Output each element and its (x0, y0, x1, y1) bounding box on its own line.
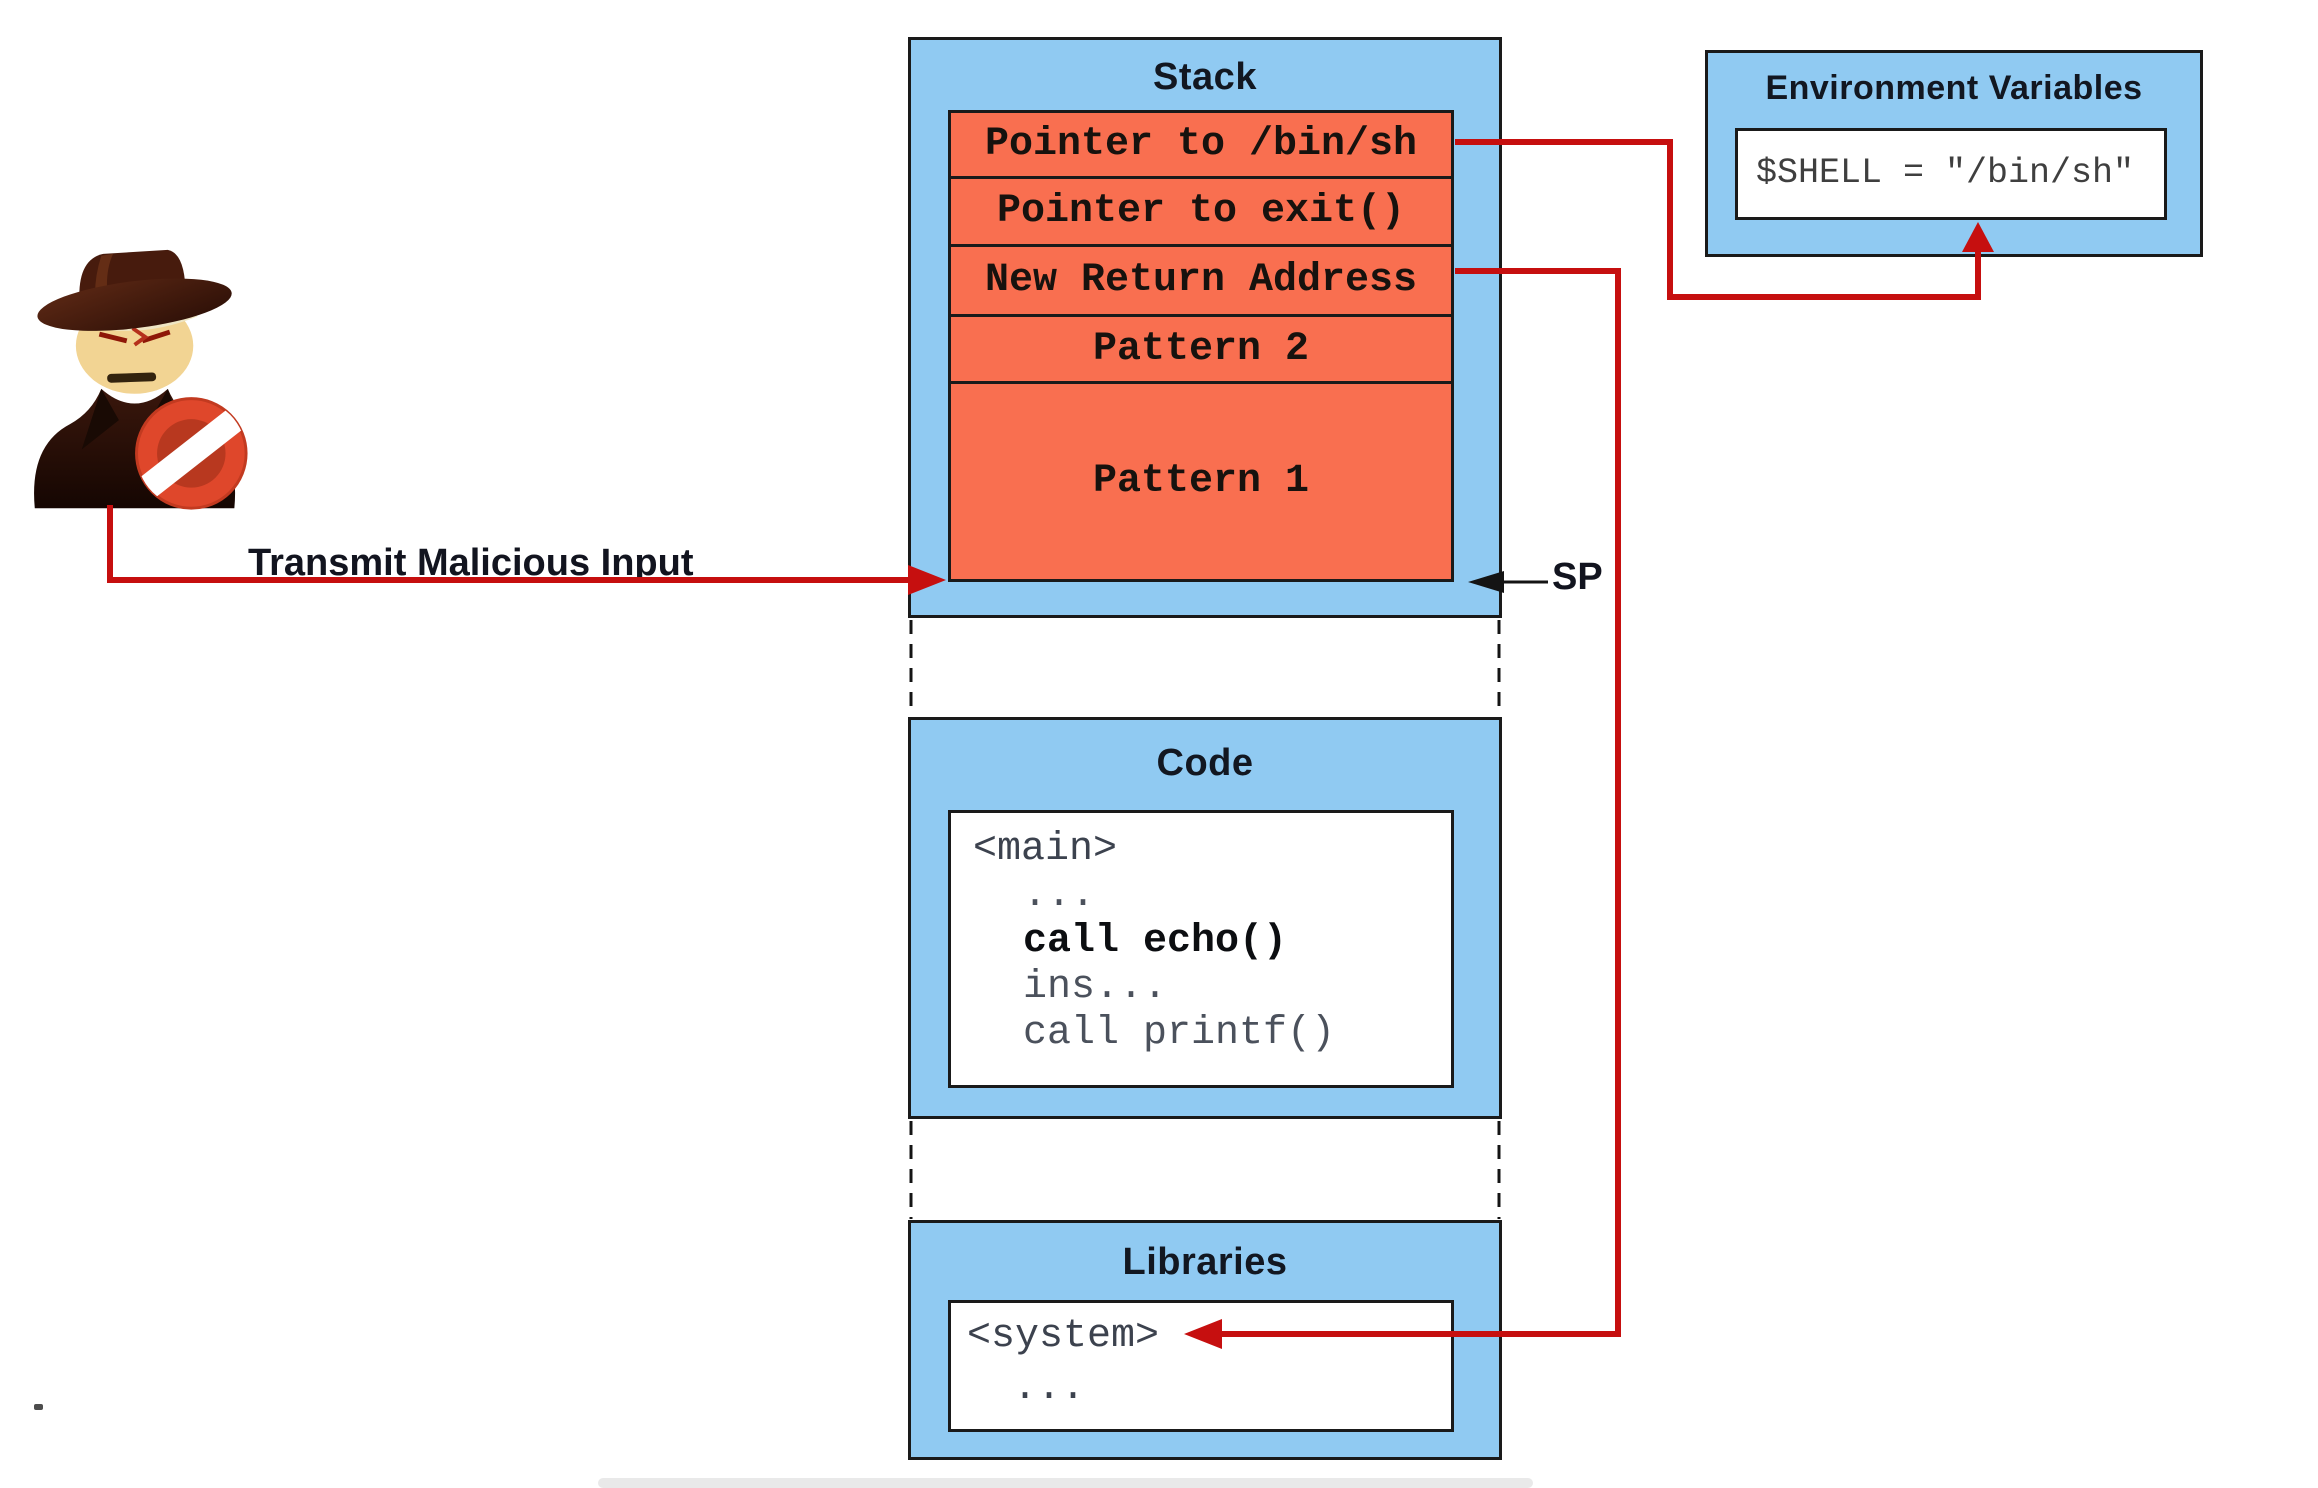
shell-variable-value: $SHELL = "/bin/sh" (1756, 153, 2135, 193)
stack-cell-pointer-binsh: Pointer to /bin/sh (951, 113, 1451, 179)
code-line-call-printf: call printf() (1023, 1011, 1336, 1056)
code-line-call-echo: call echo() (1023, 919, 1288, 964)
stack-title: Stack (1153, 56, 1257, 98)
environment-variable-entry-panel: $SHELL = "/bin/sh" (1735, 128, 2167, 220)
library-line-system: <system> (967, 1314, 1160, 1359)
transmit-malicious-input-label: Transmit Malicious Input (248, 542, 694, 584)
code-title: Code (1156, 742, 1254, 784)
stack-cell-new-return-address: New Return Address (951, 247, 1451, 317)
libraries-title: Libraries (1122, 1241, 1288, 1283)
code-line-ins: ins... (1023, 965, 1168, 1010)
code-line-ellipsis: ... (1023, 873, 1096, 918)
stack-cell-pointer-exit: Pointer to exit() (951, 179, 1451, 247)
libraries-listing-panel: <system> ... (948, 1300, 1454, 1432)
environment-variables-title: Environment Variables (1765, 69, 2143, 107)
bottom-edge-smudge (598, 1478, 1533, 1488)
code-line-main: <main> (973, 827, 1118, 872)
stack-cell-pattern-2: Pattern 2 (951, 317, 1451, 384)
stack-cell-pattern-1: Pattern 1 (1092, 459, 1310, 504)
hacker-spy-icon (34, 249, 248, 510)
stray-dot-artifact (34, 1404, 43, 1410)
sp-label: SP (1552, 556, 1603, 598)
code-listing-panel: <main> ... call echo() ins... call print… (948, 810, 1454, 1088)
no-entry-icon (135, 397, 248, 510)
stack-cells: Pointer to /bin/sh Pointer to exit() New… (948, 110, 1454, 582)
library-line-ellipsis: ... (1013, 1366, 1086, 1411)
